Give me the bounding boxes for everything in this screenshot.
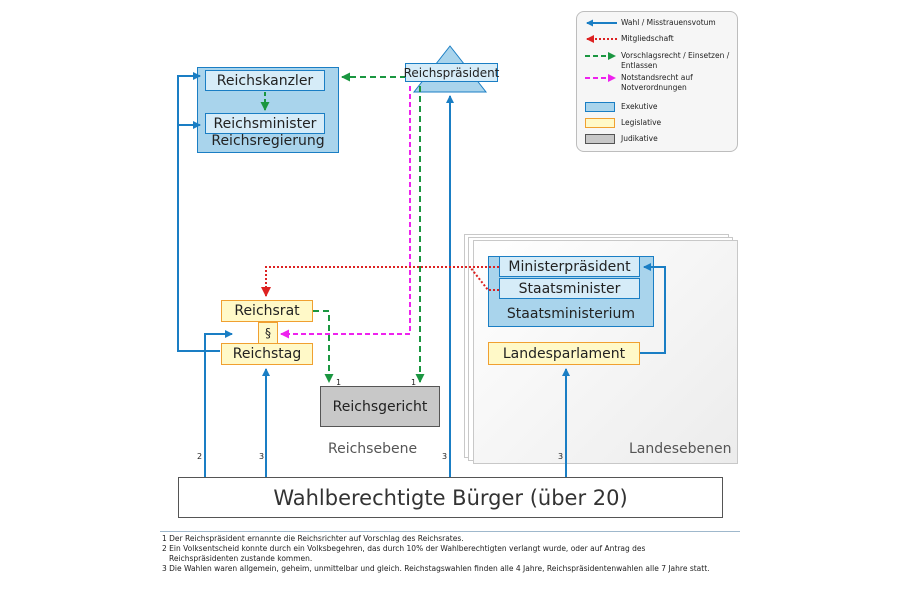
reichsminister-label: Reichsminister xyxy=(213,115,317,132)
reichskanzler-label: Reichskanzler xyxy=(216,72,314,89)
marker-3-praesident: 3 xyxy=(442,452,448,461)
footnote-separator xyxy=(160,531,740,532)
staatsministerium-label: Staatsministerium xyxy=(506,306,636,322)
reichsebene-label: Reichsebene xyxy=(328,441,418,457)
reichskanzler-box: Reichskanzler xyxy=(205,70,325,91)
legend-label-notstand: Notstandsrecht auf Notverordnungen xyxy=(621,73,693,92)
legend-swatch-legislative xyxy=(585,118,615,128)
reichsrat-box: Reichsrat xyxy=(221,300,313,322)
legend-label-exekutive: Exekutive xyxy=(621,102,658,111)
footnote-1: 1 Der Reichspräsident ernannte die Reich… xyxy=(162,534,464,543)
marker-3-reichstag: 3 xyxy=(259,452,265,461)
marker-1-reichsrat: 1 xyxy=(336,378,342,387)
reichsgericht-label: Reichsgericht xyxy=(332,398,428,415)
legend-swatch-exekutive xyxy=(585,102,615,112)
volksentscheid-line xyxy=(204,330,233,477)
reichsgericht-box: Reichsgericht xyxy=(320,386,440,427)
reichspraesident-box: Reichspräsident xyxy=(403,63,500,82)
legend-label-mitglied: Mitgliedschaft xyxy=(621,34,674,43)
reichsrat-vorschlag-gericht xyxy=(313,310,334,383)
legend-label-vorschlag: Vorschlagsrecht / Einsetzen / Entlassen xyxy=(621,51,730,70)
mitgliedschaft-staatsminister xyxy=(469,266,499,291)
reichstag-label: Reichstag xyxy=(232,346,302,362)
legend-line-samples xyxy=(585,19,617,82)
footnote-2: 2 Ein Volksentscheid konnte durch ein Vo… xyxy=(162,544,646,553)
landesparlament-wahl-ministerpraesident xyxy=(640,263,666,354)
reichsminister-box: Reichsminister xyxy=(205,113,325,134)
reichspraesident-label: Reichspräsident xyxy=(403,65,500,80)
buerger-label: Wahlberechtigte Bürger (über 20) xyxy=(273,485,628,510)
landesparlament-box: Landesparlament xyxy=(488,342,640,365)
reichsrat-label: Reichsrat xyxy=(234,303,300,319)
legend-swatch-judikative xyxy=(585,134,615,144)
legend: Wahl / Misstrauensvotum Mitgliedschaft V… xyxy=(576,11,738,152)
footnote-2-cont: Reichspräsidenten zustande kommen. xyxy=(169,554,313,563)
legend-label-wahl: Wahl / Misstrauensvotum xyxy=(621,18,716,27)
ministerpraesident-box: Ministerpräsident xyxy=(499,256,640,277)
staatsminister-label: Staatsminister xyxy=(518,280,621,297)
legend-label-legislative: Legislative xyxy=(621,118,662,127)
marker-1-praesident: 1 xyxy=(411,378,417,387)
notverordnung-line xyxy=(280,86,411,339)
buerger-box: Wahlberechtigte Bürger (über 20) xyxy=(178,477,723,518)
legend-label-judikative: Judikative xyxy=(621,134,658,143)
landesebenen-label: Landesebenen xyxy=(629,441,732,457)
ministerpraesident-label: Ministerpräsident xyxy=(508,258,631,275)
marker-2: 2 xyxy=(197,452,203,461)
marker-3-landesparlament: 3 xyxy=(558,452,564,461)
staatsminister-box: Staatsminister xyxy=(499,278,640,299)
reichsregierung-label: Reichsregierung xyxy=(211,133,325,149)
mitgliedschaft-ministerpraesident xyxy=(261,266,499,297)
paragraph-label: § xyxy=(265,326,271,340)
reichstag-box: Reichstag xyxy=(221,343,313,365)
landesparlament-label: Landesparlament xyxy=(502,345,626,362)
footnote-3: 3 Die Wahlen waren allgemein, geheim, un… xyxy=(162,564,710,573)
reichstag-wahl-kanzler xyxy=(177,72,220,352)
